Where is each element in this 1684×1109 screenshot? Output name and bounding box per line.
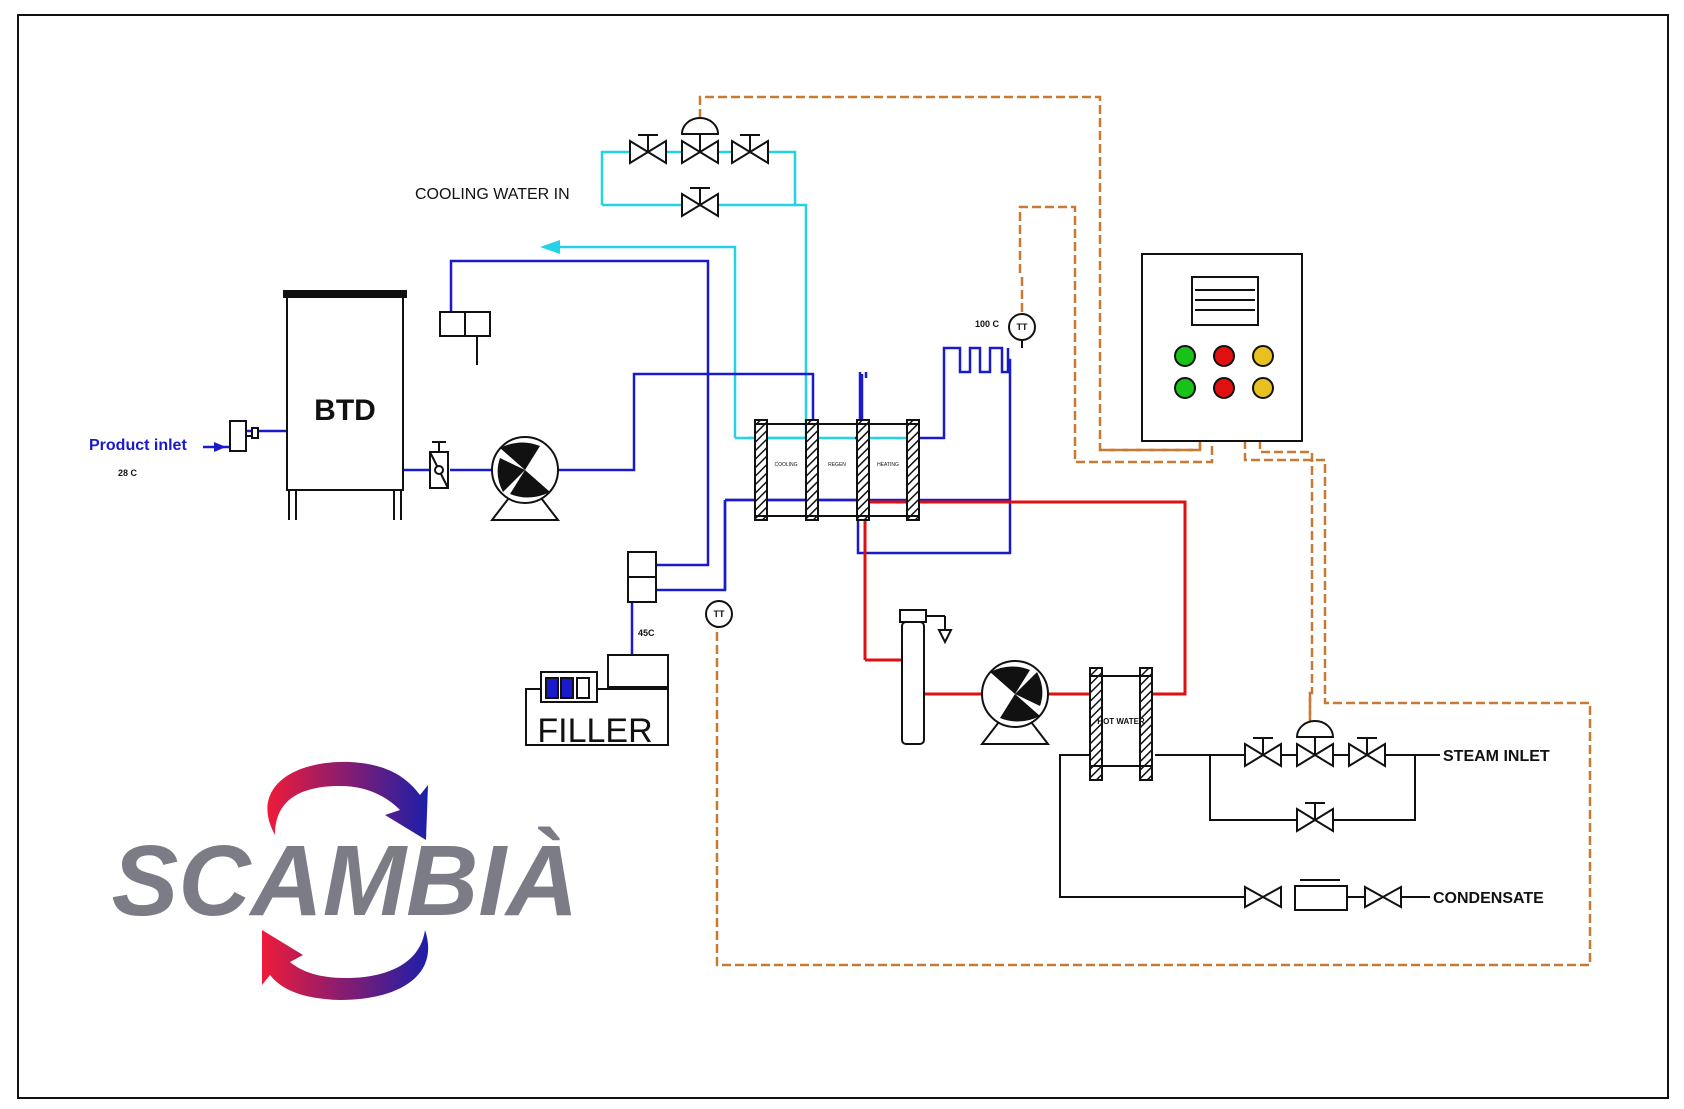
expansion-vessel: [899, 609, 953, 745]
condensate-label: CONDENSATE: [1433, 890, 1544, 907]
valve-icon: [731, 134, 769, 165]
signal-lines: [698, 95, 1592, 967]
cooling-water-in-label: COOLING WATER IN: [415, 186, 570, 203]
condensate-valve-icon: [1364, 885, 1402, 909]
product-inlet-arrow: [214, 442, 226, 452]
lamp-icon: [1174, 345, 1196, 367]
lamp-icon: [1252, 377, 1274, 399]
bypass-valve-icon: [681, 187, 719, 218]
steam-lines: [1059, 754, 1440, 898]
steam-inlet-label: STEAM INLET: [1443, 748, 1550, 765]
bypass-valve-icon: [1296, 802, 1334, 833]
three-way-valve: [439, 311, 491, 365]
logo-arrow-top-icon: [267, 761, 428, 840]
steam-valves: [1244, 720, 1402, 911]
temp-100-label: 100 C: [975, 319, 1000, 329]
valve-icon: [1348, 737, 1386, 768]
hot-water-lines: [863, 500, 1187, 696]
logo-text: SCAMBIÀ: [112, 825, 579, 937]
cooling-outlet-arrow: [540, 240, 560, 254]
filler-label: FILLER: [537, 712, 652, 750]
control-valve-icon: [1295, 720, 1335, 768]
lamp-icon: [1213, 377, 1235, 399]
product-temp-label: 28 C: [118, 468, 138, 478]
lamp-icon: [1213, 345, 1235, 367]
temp-45-label: 45C: [638, 628, 655, 638]
plate-label-cooling: COOLING: [774, 462, 797, 468]
logo-arrow-bottom-icon: [262, 930, 429, 1000]
valve-icon: [629, 134, 667, 165]
product-inlet-label: Product inlet: [89, 437, 187, 454]
btd-label: BTD: [314, 394, 376, 427]
inlet-valve: [229, 420, 259, 452]
hot-water-pump: [979, 660, 1051, 745]
lamp-icon: [1174, 377, 1196, 399]
btd-tank: [283, 290, 407, 520]
cooling-valves: [629, 117, 769, 218]
hot-water-label: HOT WATER: [1097, 717, 1145, 726]
scambia-logo: SCAMBIÀ: [112, 761, 579, 1000]
control-panel: [1141, 253, 1303, 442]
tt-top-label: TT: [1017, 322, 1028, 332]
page-border: [17, 14, 1669, 1099]
product-pump: [489, 436, 561, 521]
tt-bottom-label: TT: [714, 609, 725, 619]
filler-machine: [525, 654, 669, 746]
plate-label-regen: REGEN: [828, 462, 846, 468]
steam-trap-icon: [1294, 885, 1348, 911]
hot-water-exchanger: [1089, 667, 1153, 781]
lamp-icon: [1252, 345, 1274, 367]
plate-heat-exchanger: [754, 419, 920, 521]
control-valve-icon: [680, 117, 720, 165]
condensate-valve-icon: [1244, 885, 1282, 909]
valve-icon: [1244, 737, 1282, 768]
plate-label-heating: HEATING: [877, 462, 899, 468]
outlet-valve: [429, 441, 449, 489]
diverter-valve: [627, 551, 657, 603]
temperature-transmitter-bottom: [705, 600, 733, 628]
temperature-transmitter-top: [1008, 313, 1036, 348]
